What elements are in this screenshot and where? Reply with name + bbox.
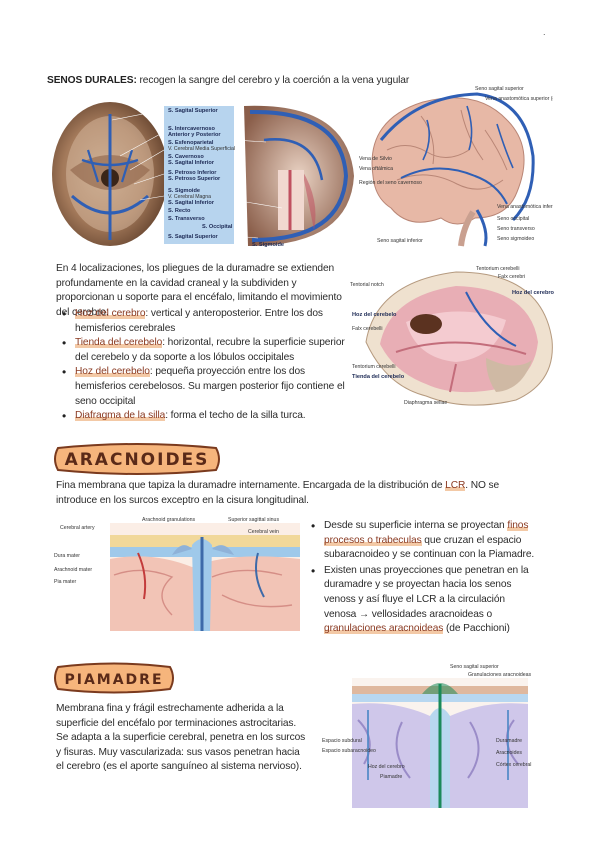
corner-mark: .	[543, 27, 546, 37]
fig3-label: Falx cerebelli	[352, 326, 383, 332]
aracnoides-desc-part: . NO se introduce en los surcos exceptro…	[56, 480, 500, 506]
fig5-label: Córtex cerebral	[496, 762, 531, 768]
pliegue-text: : vertical y anteroposterior. Entre los …	[75, 308, 323, 334]
fig5-label: Piamadre	[380, 774, 402, 780]
aracnoides-banner: ARACNOIDES	[52, 442, 222, 476]
fig2-label: Seno sigmoideo	[497, 236, 534, 242]
aracnoides-bullet: Desde su superficie interna se proyectan…	[305, 519, 535, 563]
aracnoides-bullets: Desde su superficie interna se proyectan…	[305, 519, 535, 637]
fig1-label: S. Recto	[168, 208, 191, 214]
senos-title-rest: recogen la sangre del cerebro y la coerc…	[136, 75, 410, 86]
bullet-highlight: granulaciones aracnoideas	[324, 623, 444, 635]
fig2-label: Vena anastomótica inferior (de Labbé)	[497, 204, 553, 210]
fig1-label: S. Sagital Superior	[168, 234, 219, 240]
pliegues-list: Hoz del cerebro: vertical y anteroposter…	[56, 307, 346, 424]
fig5-label: Seno sagital superior	[450, 664, 499, 670]
bullet-text: Existen unas proyecciones que penetran e…	[324, 564, 529, 620]
fig2-label: Seno occipital	[497, 216, 529, 222]
pliegue-item: Diafragma de la silla: forma el techo de…	[56, 409, 346, 424]
fig4-label: Superior sagittal sinus	[228, 517, 279, 523]
bullet-text: que cruzan el espacio subaracnoideo y se…	[324, 534, 535, 561]
bullet-text: (de Pacchioni)	[443, 623, 510, 635]
fig1-label: S. Sagital Superior	[168, 108, 219, 114]
pliegue-term: Diafragma de la silla	[75, 410, 166, 422]
piamadre-description: Membrana fina y frágil estrechamente adh…	[56, 703, 306, 773]
senos-title-bold: SENOS DURALES:	[47, 75, 137, 86]
fig4-label: Dura mater	[54, 553, 80, 559]
fig1-label: S. Petroso Superior	[168, 176, 221, 182]
fig3-label: Falx cerebri	[498, 274, 525, 280]
aracnoides-desc-part: Fina membrana que tapiza la duramadre in…	[56, 480, 446, 491]
fig1-label: S. Sigmoide	[252, 242, 284, 248]
fig3-label: Hoz del cerebelo	[352, 312, 397, 318]
fig3-label: Tienda del cerebelo	[352, 374, 405, 380]
pliegue-item: Hoz del cerebelo: pequeña proyección ent…	[56, 365, 346, 409]
fig5-label: Espacio subaracnoideo	[322, 748, 376, 754]
fig1-label: S. Esfenoparietal	[168, 140, 214, 146]
fig2-label: Seno transverso	[497, 226, 535, 232]
fig4-label: Cerebral vein	[248, 529, 279, 535]
fig1-label: S. Sagital Inferior	[168, 160, 215, 166]
fig3-label: Tentorium cerebelli	[476, 266, 520, 272]
fig4-label: Cerebral artery	[60, 525, 95, 531]
fig5-label: Granulaciones aracnoideas	[468, 672, 532, 678]
bullet-text: Desde su superficie interna se proyectan	[324, 520, 508, 531]
pliegue-item: Hoz del cerebro: vertical y anteroposter…	[56, 307, 346, 336]
fig2-label: Vena oftálmica	[359, 166, 393, 172]
fig2-label: Región del seno cavernoso	[359, 180, 422, 186]
aracnoides-banner-text: ARACNOIDES	[65, 450, 210, 470]
fig3-label: Hoz del cerebro	[512, 290, 555, 296]
aracnoides-bullet: Existen unas proyecciones que penetran e…	[305, 564, 535, 637]
fig1-label: Anterior y Posterior	[168, 132, 221, 138]
fig1-label: S. Intercavernoso	[168, 126, 216, 132]
fig5-label: Duramadre	[496, 738, 522, 744]
pliegue-term: Tienda del cerebelo	[75, 337, 163, 349]
piamadre-banner: PIAMADRE	[52, 662, 176, 694]
fig1-label: V. Cerebral Magna	[168, 194, 211, 200]
fig1-label: S. Occipital	[202, 224, 233, 230]
fig3-label: Tentorial notch	[350, 282, 384, 288]
aracnoides-description: Fina membrana que tapiza la duramadre in…	[56, 479, 534, 508]
fig3-label: Diaphragma sellae	[404, 400, 447, 406]
fig4-label: Pia mater	[54, 579, 76, 585]
fig2-label: Seno sagital superior	[475, 86, 524, 92]
senos-heading: SENOS DURALES: recogen la sangre del cer…	[47, 74, 409, 89]
fig1-label: S. Sigmoide	[168, 188, 200, 194]
meninges-section-figure: Arachnoid granulations Superior sagittal …	[52, 515, 300, 631]
fig3-label: Tentorium cerebelli	[352, 364, 396, 370]
fig1-label: S. Petroso Inferior	[168, 170, 217, 176]
fig5-label: Hoz del cerebro	[368, 764, 405, 770]
fig4-label: Arachnoid mater	[54, 567, 92, 573]
pliegue-text: : forma el techo de la silla turca.	[165, 410, 306, 422]
aracnoides-lcr: LCR	[445, 480, 466, 491]
piamadre-banner-text: PIAMADRE	[64, 672, 163, 688]
pliegue-item: Tienda del cerebelo: horizontal, recubre…	[56, 336, 346, 365]
fig5-label: Aracnoides	[496, 750, 522, 756]
fig2-label: Vena de Silvio	[359, 156, 392, 162]
fig1-label: V. Cerebral Media Superficial	[168, 146, 235, 152]
fig1-label: S. Sagital Inferior	[168, 200, 215, 206]
fig2-label: Seno sagital inferior	[377, 238, 423, 244]
fig4-label: Arachnoid granulations	[142, 517, 195, 523]
pliegue-term: Hoz del cerebro	[75, 308, 146, 319]
pliegue-term: Hoz del cerebelo	[75, 366, 150, 378]
fig2-label: Vena anastomótica superior (de Trolard)	[485, 96, 553, 102]
fig1-label: S. Transverso	[168, 216, 205, 222]
pliegue-text: : horizontal, recubre la superficie supe…	[75, 337, 345, 363]
fig5-label: Espacio subdural	[322, 738, 362, 744]
pliegue-text: : pequeña proyección entre los dos hemis…	[75, 366, 345, 407]
fig1-label: S. Cavernoso	[168, 154, 204, 160]
